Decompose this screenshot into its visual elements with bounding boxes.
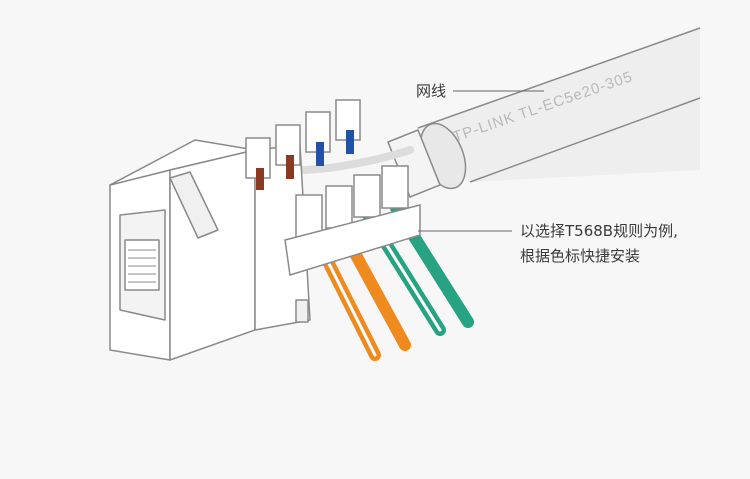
idc-clips-front [284,165,421,276]
wire-brown-icon [286,155,294,179]
standard-label-line1: 以选择T568B规则为例, [520,222,678,240]
idc-clip [275,124,301,179]
idc-clip [325,185,353,229]
cable-label: 网线 [416,82,447,100]
idc-clip [335,99,361,154]
wire-blue-icon [346,130,354,154]
idc-clips-back [245,99,361,190]
idc-clip [305,111,331,166]
idc-clip [353,174,381,218]
wire-blue-white-icon [316,142,324,166]
ethernet-cable-icon: TP-LINK TL-EC5e20-305 [387,27,701,198]
idc-clip [245,137,271,190]
idc-clip [381,165,409,209]
wire-brown-white-icon [256,168,264,190]
standard-label-line2: 根据色标快捷安装 [520,247,641,265]
keystone-jack-icon [109,139,311,361]
